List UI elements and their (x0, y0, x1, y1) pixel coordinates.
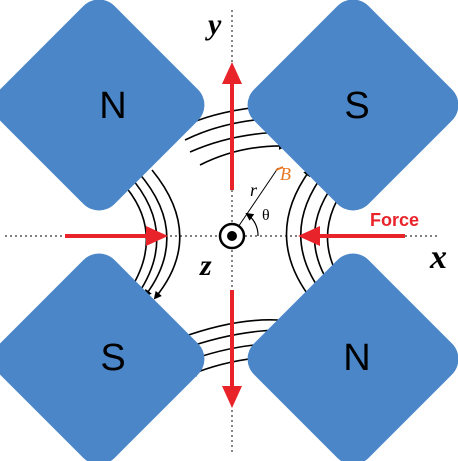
force-arrow-up-head (222, 62, 242, 84)
y-axis-label: y (205, 8, 222, 41)
force-arrows (65, 62, 405, 408)
force-arrow-left-head (146, 226, 168, 246)
magnet-bottom-left-label: S (100, 337, 125, 379)
radius-line (231, 167, 279, 237)
force-arrow-down-head (222, 386, 242, 408)
angle-label: θ (262, 207, 270, 224)
magnet-top-left (0, 0, 205, 211)
magnet-bottom-left (0, 253, 205, 461)
magnet-bottom-right (247, 253, 458, 461)
z-axis-label: z (199, 249, 212, 282)
force-arrow-right-head (298, 226, 320, 246)
force-label: Force (370, 210, 419, 230)
angle-arc (245, 212, 259, 237)
b-field-tick (275, 166, 284, 171)
x-axis-label: x (429, 239, 447, 276)
magnet-bottom-right-label: N (343, 337, 370, 379)
z-axis-dot (227, 231, 237, 241)
b-field-label: B (280, 164, 291, 184)
magnet-top-right (247, 0, 458, 211)
magnet-top-left-label: N (99, 85, 126, 127)
magnet-top-right-label: S (344, 85, 369, 127)
radius-label: r (250, 180, 258, 200)
